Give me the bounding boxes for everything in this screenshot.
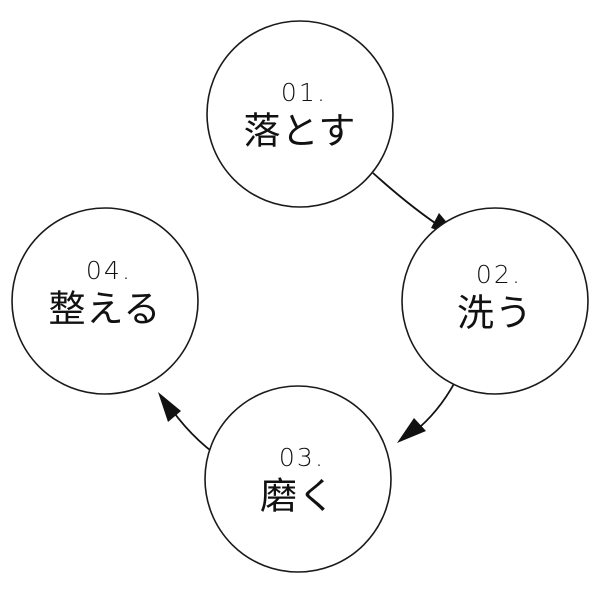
node-01-circle[interactable] [206, 20, 394, 208]
node-02[interactable]: 02. 洗う [401, 207, 589, 395]
node-01-index: 01. [281, 78, 327, 107]
node-02-label: 洗う [457, 292, 533, 335]
node-04-index: 04. [86, 256, 132, 285]
node-03-circle[interactable] [204, 385, 392, 573]
node-04-label: 整える [49, 288, 162, 331]
node-03[interactable]: 03. 磨く [204, 385, 392, 573]
node-02-circle[interactable] [401, 207, 589, 395]
arrow-02-to-03-head [397, 418, 426, 443]
arrow-03-to-04-head [158, 392, 181, 422]
node-01-label: 落とす [244, 110, 357, 153]
arrow-02-to-03-line [413, 381, 456, 433]
node-04[interactable]: 04. 整える [11, 207, 199, 395]
arrow-02-to-03 [397, 381, 456, 443]
node-02-index: 02. [476, 260, 522, 289]
node-04-circle[interactable] [11, 207, 199, 395]
arrow-01-to-02-line [372, 172, 445, 230]
node-03-label: 磨く [260, 475, 336, 518]
node-01[interactable]: 01. 落とす [206, 20, 394, 208]
node-03-index: 03. [279, 443, 325, 472]
